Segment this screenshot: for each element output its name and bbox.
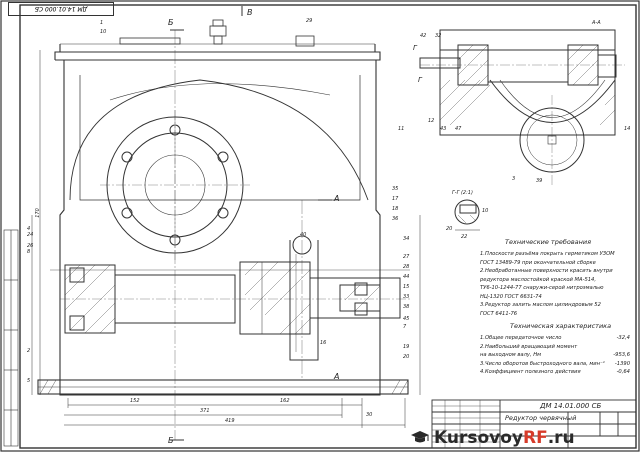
- callout: 18: [392, 206, 399, 212]
- section-label-a-1: А: [334, 194, 340, 203]
- requirements-title: Технические требования: [505, 238, 592, 246]
- requirement-line: НЦ-1320 ГОСТ 6631-74: [480, 293, 542, 300]
- callout: 40: [300, 232, 307, 238]
- requirement-line: ГОСТ 6411-76: [480, 310, 518, 317]
- dimension-value: 22: [461, 234, 468, 240]
- callout: 36: [392, 216, 399, 222]
- section-label-gg: Г-Г (2:1): [452, 190, 473, 196]
- dimension-value: 419: [225, 418, 235, 424]
- dimension-value: 170: [34, 208, 41, 218]
- requirement-line: 3.Редуктор залить маслом цилиндровым 52: [480, 302, 601, 308]
- callout: 14: [624, 126, 631, 132]
- callout: 47: [455, 126, 462, 132]
- requirement-line: редуктора маслостойкой краской МА-514,: [480, 276, 597, 283]
- callout: 24: [27, 232, 34, 238]
- section-label-g-1: Г: [413, 44, 417, 52]
- callout: 42: [420, 33, 427, 39]
- callout: 45: [403, 316, 410, 322]
- callout: 43: [440, 126, 447, 132]
- section-label-b-top: Б: [168, 18, 174, 27]
- graduation-cap-icon: [411, 431, 429, 443]
- spec-row: на выходном валу, Нм-953,6: [480, 352, 630, 358]
- watermark-text-1: Kursovoy: [434, 428, 524, 448]
- callout: 17: [392, 196, 399, 202]
- inner-frame: [19, 4, 637, 449]
- worm-shaft: [50, 261, 410, 335]
- callout: 20: [403, 354, 410, 360]
- specs-list: 1.Общее передаточное число-32,4 2.Наибол…: [480, 334, 630, 377]
- callout: 38: [403, 304, 410, 310]
- document-code-stamp: ДМ 14.01.000 СБ: [8, 2, 114, 16]
- section-arrows: [170, 6, 332, 441]
- dimension-value: 20: [446, 226, 453, 232]
- callout: 10: [100, 29, 107, 35]
- section-label-aa: А-А: [592, 20, 601, 26]
- dimension-value: 152: [130, 398, 140, 404]
- callout: 7: [403, 324, 407, 330]
- dimension-value: 371: [200, 408, 210, 414]
- stamp-text: ДМ 14.01.000 СБ: [34, 5, 88, 13]
- callout: 5: [27, 378, 31, 384]
- callout: 44: [403, 274, 410, 280]
- section-label-b-bottom: Б: [168, 436, 174, 445]
- vent-plug: [119, 19, 315, 47]
- section-gg: [454, 199, 480, 231]
- wheel-hub: [289, 235, 319, 361]
- main-housing: [37, 43, 409, 396]
- callout: 39: [536, 178, 543, 184]
- callout: 11: [398, 126, 405, 132]
- section-aa: [419, 29, 625, 185]
- callout: 15: [403, 284, 410, 290]
- watermark-text-2: RF: [523, 428, 548, 448]
- callout: 16: [320, 340, 327, 346]
- dimension-value: 30: [366, 412, 373, 418]
- callout: 3: [512, 176, 516, 182]
- specs-title: Техническая характеристика: [510, 322, 612, 330]
- callout: 32: [435, 33, 442, 39]
- callout: 19: [403, 344, 410, 350]
- spec-row: 3.Число оборотов быстроходного вала, мин…: [480, 360, 630, 367]
- dimension-lines: [31, 50, 421, 428]
- callout: 33: [403, 294, 410, 300]
- callout: 35: [392, 186, 399, 192]
- callout: 29: [306, 18, 313, 24]
- title-block-name: Редуктор червячный: [505, 414, 577, 422]
- callout: 2: [27, 348, 31, 354]
- requirement-line: ТУ6-10-1244-77 снаружи-серой нитроэмалью: [480, 285, 604, 291]
- spec-row: 4.Коэффициент полезного действия-0,64: [480, 369, 630, 375]
- dimension-value: 162: [280, 398, 290, 404]
- callout: 1: [100, 20, 104, 26]
- binding-strip: [3, 229, 19, 447]
- callout: 28: [403, 264, 410, 270]
- requirement-line: 1.Плоскости разъёма покрыть герметиком У…: [480, 251, 615, 257]
- section-label-a-2: А: [334, 372, 340, 381]
- requirement-line: 2.Необработанные поверхности красить вну…: [480, 268, 613, 274]
- callout: 8: [27, 249, 31, 255]
- spec-row: 2.Наибольший вращающий момент: [480, 343, 578, 350]
- spec-row: 1.Общее передаточное число-32,4: [480, 335, 630, 341]
- requirement-line: ГОСТ 13489-79 при окончательной сборке: [480, 259, 596, 266]
- dimension-value: 10: [482, 208, 489, 214]
- callout: 12: [428, 118, 435, 124]
- callout: 27: [403, 254, 410, 260]
- watermark-text-3: .ru: [547, 428, 575, 448]
- title-block: [431, 399, 637, 449]
- callout: 34: [403, 236, 410, 242]
- section-label-v: В: [247, 8, 253, 17]
- section-lines: [174, 30, 303, 440]
- title-block-code: ДМ 14.01.000 СБ: [540, 402, 602, 410]
- section-label-g-2: Г: [418, 76, 422, 84]
- callout: 4: [27, 226, 31, 232]
- requirements-list: 1.Плоскости разъёма покрыть герметиком У…: [480, 250, 615, 318]
- callout: 26: [27, 243, 34, 249]
